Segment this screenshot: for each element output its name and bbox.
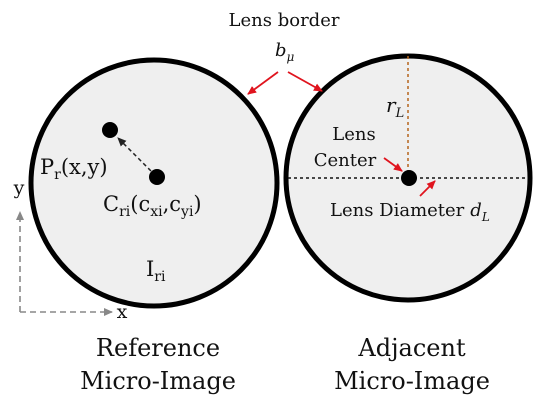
adjacent-caption-line2: Micro-Image	[334, 367, 490, 395]
point-pr-label: Pr(x,y)	[40, 155, 108, 183]
lens-center-arrow	[383, 157, 403, 172]
reference-caption-line2: Micro-Image	[80, 367, 236, 395]
lens-center-label-line2: Center	[314, 150, 377, 171]
cri-to-pr-arrow	[117, 137, 152, 172]
center-cri-dot	[149, 169, 165, 185]
image-iri-label: Iri	[146, 257, 166, 285]
center-cri-label: Cri(cxi,cyi)	[103, 192, 202, 220]
b-mu-label: bμ	[275, 40, 295, 64]
axis-x-label: x	[117, 301, 128, 323]
lens-border-arrow-right	[287, 71, 323, 92]
lens-diameter-arrow	[419, 180, 436, 197]
lens-border-label: Lens border	[229, 10, 340, 31]
lens-center-dot	[401, 170, 417, 186]
r-l-label: rL	[386, 93, 404, 121]
point-pr-dot	[102, 122, 118, 138]
axis-y-label: y	[13, 177, 25, 199]
lens-center-label-line1: Lens	[332, 124, 375, 145]
lens-border-arrow-left	[247, 71, 279, 95]
reference-caption-line1: Reference	[96, 334, 220, 362]
adjacent-caption-line1: Adjacent	[357, 334, 466, 362]
